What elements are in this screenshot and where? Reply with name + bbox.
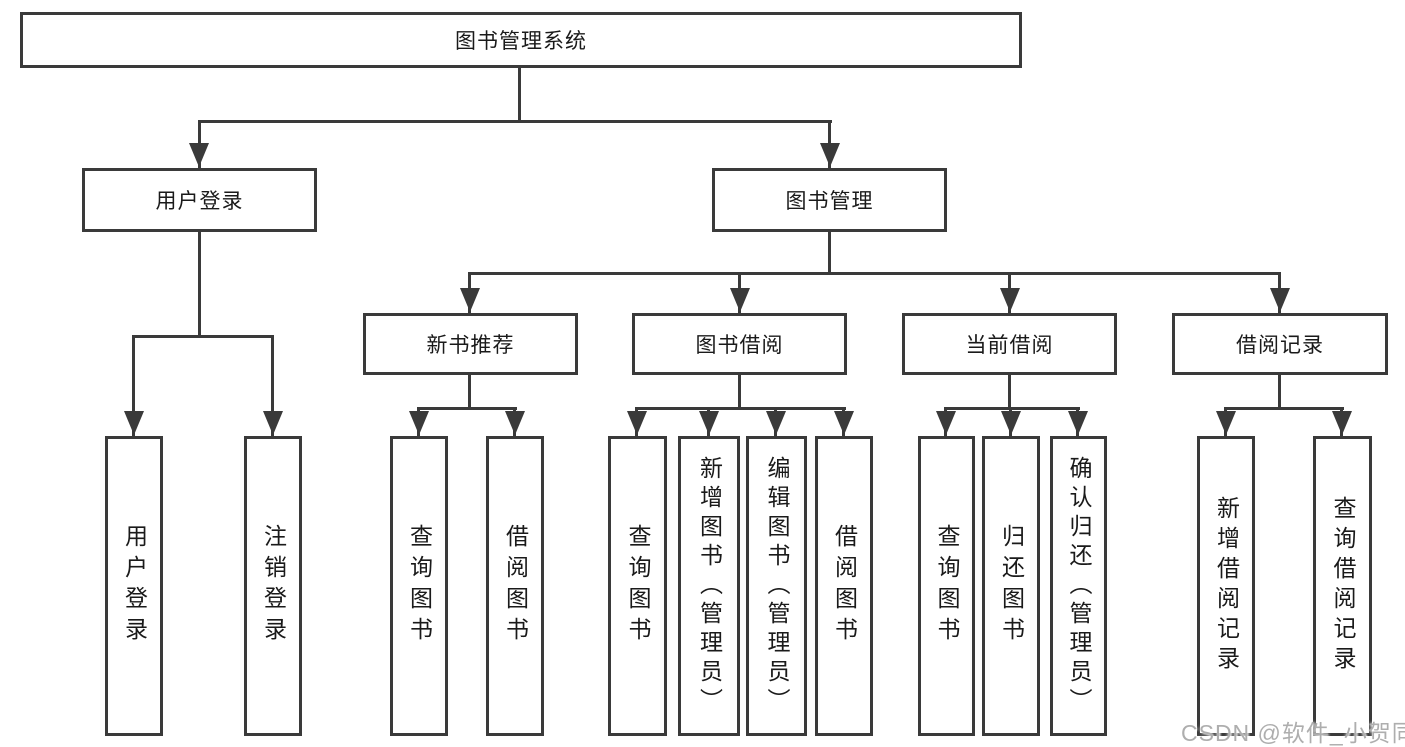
connector-book-borrow-stem <box>738 375 741 407</box>
arrowhead-cb-query-icon <box>936 411 956 435</box>
connector-user-login-rail <box>132 335 274 338</box>
arrowhead-rec-query-icon <box>409 411 429 435</box>
arrowhead-bb-query-icon <box>627 411 647 435</box>
connector-book-borrow-rail <box>635 407 846 410</box>
arrowhead-login-leaf-icon <box>124 411 144 435</box>
node-leaf-user-login-label: 用户登录 <box>121 524 148 648</box>
arrowhead-bb-add-icon <box>699 411 719 435</box>
arrowhead-br-add-icon <box>1216 411 1236 435</box>
node-leaf-br-query-record-label: 查询借阅记录 <box>1330 496 1356 676</box>
arrowhead-book-management-icon <box>820 143 840 167</box>
arrowhead-bb-borrow-icon <box>834 411 854 435</box>
node-leaf-br-query-record: 查询借阅记录 <box>1313 436 1372 736</box>
arrowhead-user-login-icon <box>189 143 209 167</box>
node-leaf-rec-borrow-books-label: 借阅图书 <box>502 524 529 648</box>
node-leaf-bb-query-books-label: 查询图书 <box>625 524 651 648</box>
node-leaf-cb-query-books-label: 查询图书 <box>934 524 960 648</box>
connector-new-book-rec-rail <box>417 407 517 410</box>
arrowhead-current-borrow-icon <box>1000 288 1020 312</box>
node-leaf-cb-return-books-label: 归还图书 <box>998 524 1025 648</box>
node-book-borrowing: 图书借阅 <box>632 313 847 375</box>
connector-new-book-rec-stem <box>468 375 471 407</box>
node-new-book-recommendation: 新书推荐 <box>363 313 578 375</box>
node-leaf-rec-borrow-books: 借阅图书 <box>486 436 544 736</box>
node-book-management-label: 图书管理 <box>785 190 874 213</box>
node-leaf-bb-add-books-admin-label: 新增图书（管理员） <box>696 455 723 717</box>
arrowhead-book-borrow-icon <box>730 288 750 312</box>
arrowhead-cb-confirm-icon <box>1068 411 1088 435</box>
node-leaf-cb-confirm-return-admin: 确认归还（管理员） <box>1050 436 1107 736</box>
node-leaf-user-login: 用户登录 <box>105 436 163 736</box>
csdn-watermark: CSDN @软件_小贺同学 <box>1181 720 1405 746</box>
connector-current-borrow-stem <box>1008 375 1011 407</box>
node-leaf-bb-edit-books-admin: 编辑图书（管理员） <box>746 436 807 736</box>
node-leaf-cb-query-books: 查询图书 <box>918 436 975 736</box>
connector-current-borrow-rail <box>944 407 1080 410</box>
connector-drop-login-leaf <box>132 335 135 436</box>
node-leaf-rec-query-books: 查询图书 <box>390 436 448 736</box>
node-borrowing-records: 借阅记录 <box>1172 313 1388 375</box>
node-library-management-system-label: 图书管理系统 <box>455 30 587 53</box>
node-borrowing-records-label: 借阅记录 <box>1236 334 1324 357</box>
node-current-borrowing-label: 当前借阅 <box>965 334 1054 357</box>
connector-root-rail <box>198 120 832 123</box>
connector-book-management-stem <box>828 232 831 272</box>
node-leaf-br-add-record-label: 新增借阅记录 <box>1213 496 1240 676</box>
connector-borrow-records-rail <box>1224 407 1344 410</box>
connector-borrow-records-stem <box>1278 375 1281 407</box>
node-book-borrowing-label: 图书借阅 <box>695 334 784 357</box>
node-leaf-rec-query-books-label: 查询图书 <box>406 524 433 648</box>
arrowhead-new-book-rec-icon <box>460 288 480 312</box>
connector-root-stem <box>518 68 521 120</box>
node-leaf-cb-confirm-return-admin-label: 确认归还（管理员） <box>1066 455 1092 717</box>
arrowhead-rec-borrow-icon <box>505 411 525 435</box>
node-user-login: 用户登录 <box>82 168 317 232</box>
node-leaf-logout: 注销登录 <box>244 436 302 736</box>
arrowhead-bb-edit-icon <box>766 411 786 435</box>
node-library-management-system: 图书管理系统 <box>20 12 1022 68</box>
node-leaf-bb-edit-books-admin-label: 编辑图书（管理员） <box>764 455 790 717</box>
node-book-management: 图书管理 <box>712 168 947 232</box>
connector-user-login-stem <box>198 232 201 335</box>
node-leaf-bb-add-books-admin: 新增图书（管理员） <box>678 436 740 736</box>
node-leaf-bb-borrow-books-label: 借阅图书 <box>831 524 858 648</box>
node-user-login-label: 用户登录 <box>155 190 244 213</box>
node-leaf-bb-query-books: 查询图书 <box>608 436 667 736</box>
node-leaf-logout-label: 注销登录 <box>260 524 287 648</box>
arrowhead-borrow-records-icon <box>1270 288 1290 312</box>
connector-drop-logout-leaf <box>271 335 274 436</box>
arrowhead-cb-return-icon <box>1001 411 1021 435</box>
connector-book-management-rail <box>468 272 1281 275</box>
node-new-book-recommendation-label: 新书推荐 <box>426 334 515 357</box>
node-leaf-bb-borrow-books: 借阅图书 <box>815 436 873 736</box>
node-leaf-br-add-record: 新增借阅记录 <box>1197 436 1255 736</box>
arrowhead-logout-leaf-icon <box>263 411 283 435</box>
arrowhead-br-query-icon <box>1332 411 1352 435</box>
node-current-borrowing: 当前借阅 <box>902 313 1117 375</box>
node-leaf-cb-return-books: 归还图书 <box>982 436 1040 736</box>
